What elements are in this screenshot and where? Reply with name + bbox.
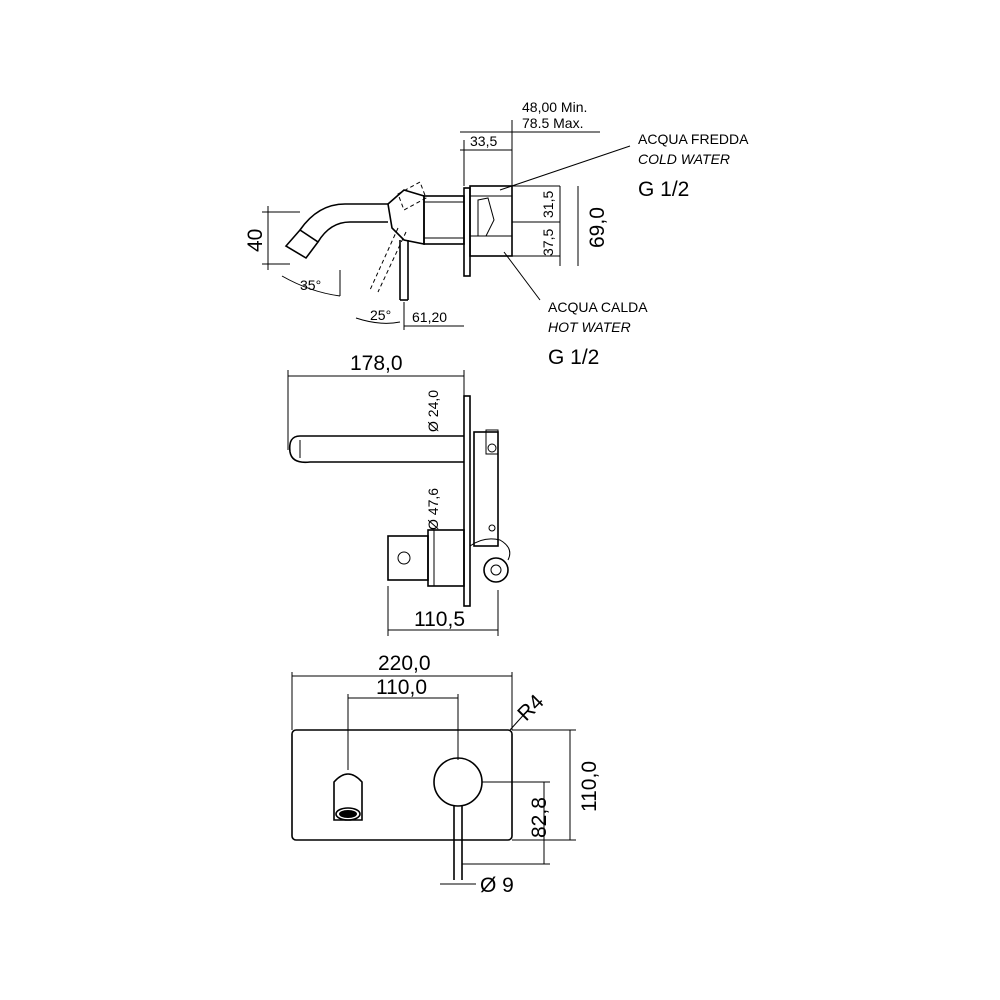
dim-33-5: 33,5	[470, 133, 497, 149]
side-body	[427, 529, 465, 587]
front-view: 220,0 110,0 R4 110,0 82,8 Ø 9	[291, 652, 601, 897]
hot-water-en: HOT WATER	[548, 319, 631, 335]
angle-25: 25°	[370, 307, 391, 323]
angle-35: 35°	[300, 277, 321, 293]
side-spout	[288, 435, 464, 464]
hot-thread: G 1/2	[548, 346, 599, 369]
rear-nut	[483, 557, 509, 583]
wall-plate	[463, 187, 471, 277]
front-plate	[291, 729, 513, 841]
aerator	[284, 228, 320, 260]
dim-69: 69,0	[586, 207, 609, 248]
cold-water-it: ACQUA FREDDA	[638, 131, 749, 147]
cold-water-en: COLD WATER	[638, 151, 730, 167]
dim-82-8: 82,8	[528, 797, 551, 838]
dim-178: 178,0	[350, 352, 403, 375]
dim-110-h: 110,0	[578, 761, 601, 812]
dim-31-5: 31,5	[540, 191, 556, 218]
side-wall-plate	[463, 395, 471, 607]
dim-max: 78.5 Max.	[522, 115, 583, 131]
side-view: 178,0 Ø 24,0 Ø 47,6 110,5	[287, 352, 511, 636]
dim-110-w: 110,0	[376, 676, 427, 699]
dim-110-5: 110,5	[414, 608, 465, 631]
hot-water-it: ACQUA CALDA	[548, 299, 648, 315]
dia-9: Ø 9	[480, 874, 514, 897]
front-spout	[333, 773, 363, 821]
spout-lower	[317, 221, 388, 243]
dim-40: 40	[244, 229, 267, 252]
cold-thread: G 1/2	[638, 178, 689, 201]
dim-37-5: 37,5	[540, 229, 556, 256]
dia-47-6: Ø 47,6	[425, 488, 441, 530]
handle-body	[387, 189, 425, 245]
dia-24: Ø 24,0	[425, 390, 441, 432]
top-view: 48,00 Min. 78.5 Max. 33,5 31,5 37,5 69,0…	[244, 99, 749, 369]
dim-min: 48,00 Min.	[522, 99, 587, 115]
dim-220: 220,0	[378, 652, 431, 675]
front-handle-disk	[433, 757, 483, 807]
side-handle	[387, 535, 429, 581]
mixer-body	[423, 195, 465, 245]
spout-upper	[299, 203, 388, 231]
rear-box	[469, 185, 513, 257]
dim-61-20: 61,20	[412, 309, 447, 325]
